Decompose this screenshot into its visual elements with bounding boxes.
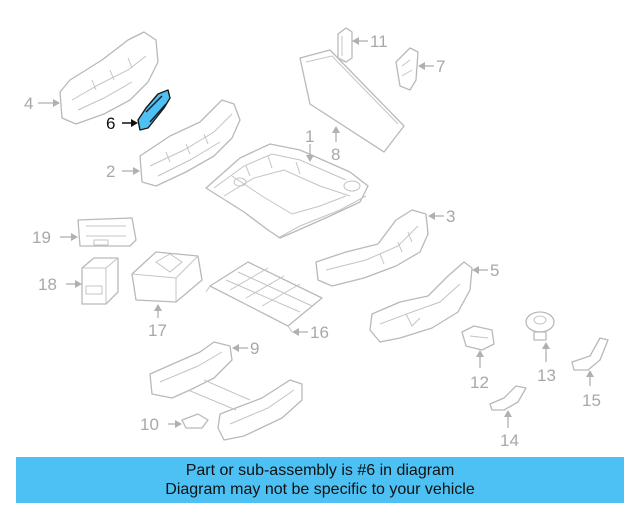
part-12-clip[interactable] [461,325,495,351]
part-17-switch[interactable] [131,251,203,303]
part-3-shield[interactable] [315,209,429,287]
part-6-trim-cover[interactable] [137,89,171,131]
parts-diagram: 4 6 2 11 7 8 [24,27,609,450]
callout-14: 14 [500,431,519,450]
part-4-side-shield[interactable] [59,31,159,125]
part-8-panel[interactable] [299,49,405,153]
callout-5: 5 [490,261,499,280]
part-16-mat[interactable] [205,261,323,333]
callout-10: 10 [140,415,159,434]
callout-17: 17 [148,321,167,340]
part-10-clip[interactable] [181,413,209,429]
part-18-control-unit[interactable] [81,257,119,305]
part-7-cover[interactable] [395,47,419,91]
part-19-module[interactable] [77,217,137,247]
banner-line-2: Diagram may not be specific to your vehi… [165,481,475,498]
part-13-bushing[interactable] [525,311,555,341]
callout-6: 6 [106,114,115,133]
callout-12: 12 [470,373,489,392]
part-15-bracket[interactable] [571,337,609,371]
callout-18: 18 [38,275,57,294]
info-banner: Part or sub-assembly is #6 in diagram Di… [16,457,624,503]
banner-line-1: Part or sub-assembly is #6 in diagram [185,462,455,479]
callout-19: 19 [32,228,51,247]
callout-9: 9 [250,339,259,358]
callout-11: 11 [370,32,388,51]
part-9-rail[interactable] [149,341,303,441]
callout-15: 15 [582,391,601,410]
part-5-shield[interactable] [369,261,473,343]
part-1-seat-frame[interactable] [205,143,369,239]
part-14-bracket[interactable] [489,385,527,411]
part-2-side-shield[interactable] [139,99,241,187]
part-11-bracket[interactable] [337,27,353,63]
callout-2: 2 [106,162,115,181]
callout-1: 1 [305,127,314,146]
callout-8: 8 [331,145,340,164]
callout-4: 4 [24,94,33,113]
callout-7: 7 [436,57,445,76]
callout-13: 13 [537,366,556,385]
callout-3: 3 [446,207,455,226]
callout-16: 16 [310,323,329,342]
